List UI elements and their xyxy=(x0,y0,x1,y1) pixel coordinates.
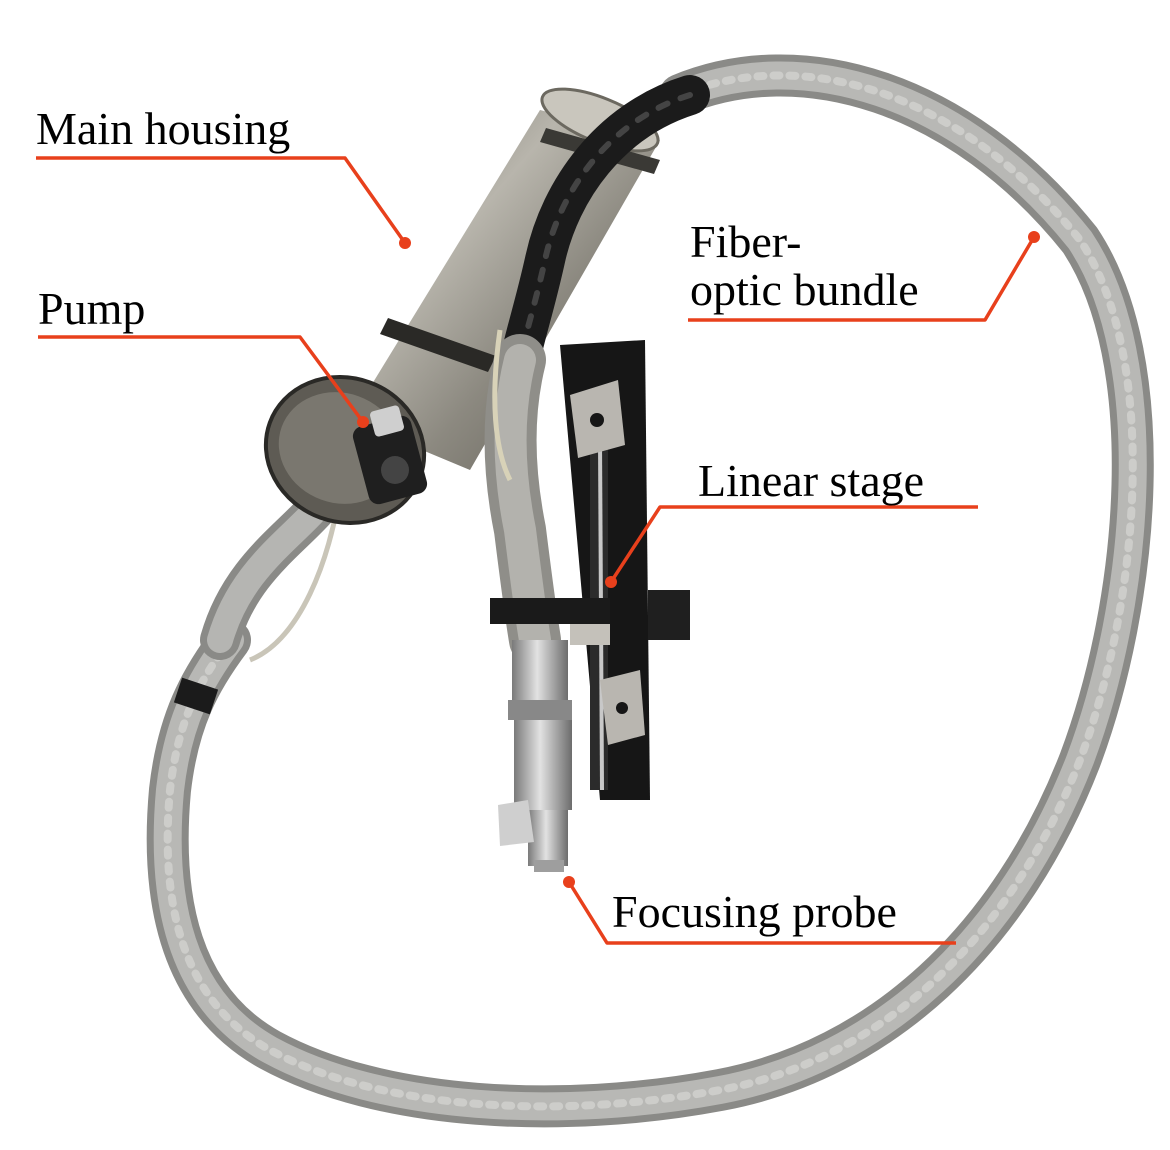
callout-pump xyxy=(38,335,365,424)
callout-linear-stage xyxy=(609,505,978,583)
linear-stage xyxy=(490,340,690,800)
label-linear-stage: Linear stage xyxy=(698,455,925,506)
callout-dot-pump xyxy=(357,416,369,428)
label-fiber-optic-bundle: Fiber- optic bundle xyxy=(690,216,919,316)
callouts xyxy=(36,156,1036,945)
callout-main-housing xyxy=(36,156,407,245)
label-pump: Pump xyxy=(38,283,146,334)
callout-fiber-bundle xyxy=(688,236,1036,322)
callout-focusing-probe xyxy=(567,881,956,945)
callout-dot-main-housing xyxy=(399,237,411,249)
label-fiber-line2: optic bundle xyxy=(690,264,919,316)
taped-cable xyxy=(484,329,561,666)
fiber-optic-bundle xyxy=(146,54,1154,1128)
label-fiber-line1: Fiber- xyxy=(690,216,802,267)
pump xyxy=(352,405,428,505)
label-focusing-probe: Focusing probe xyxy=(612,886,897,937)
black-sleeve xyxy=(500,75,710,380)
focusing-probe xyxy=(498,640,572,872)
callout-dot-focusing-probe xyxy=(563,876,575,888)
callout-dot-linear-stage xyxy=(605,576,617,588)
label-main-housing: Main housing xyxy=(36,103,291,154)
callout-dot-fiber-bundle xyxy=(1028,231,1040,243)
callout-dots xyxy=(357,231,1040,888)
